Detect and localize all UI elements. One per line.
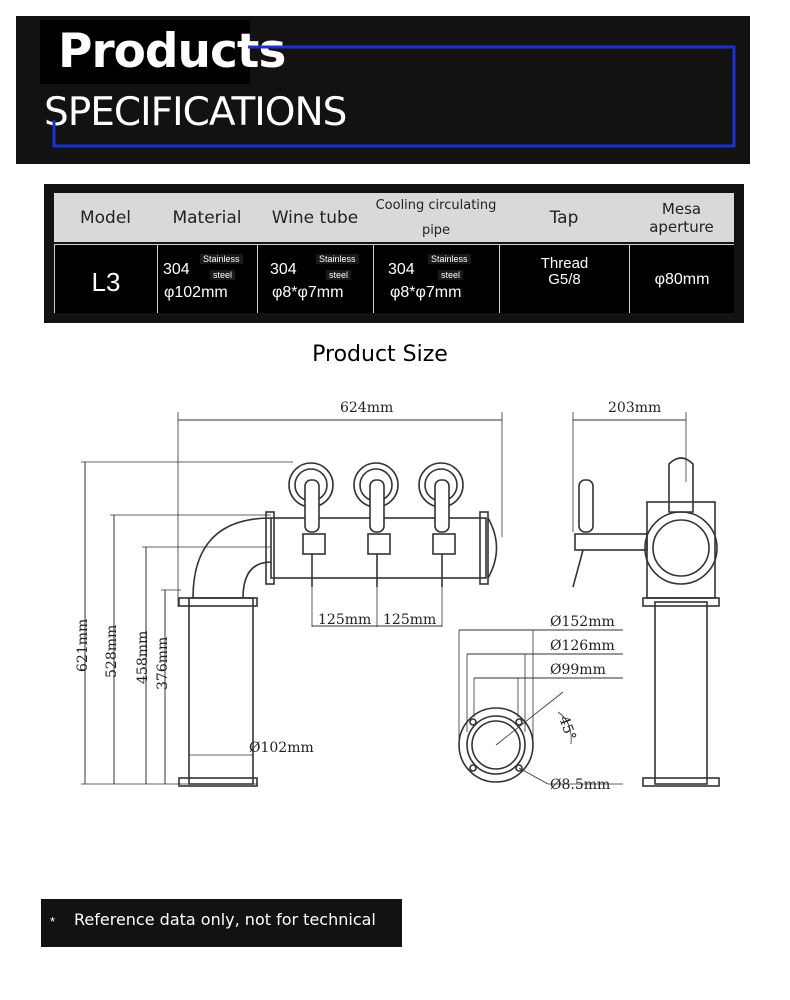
wine-dimension: φ8*φ7mm <box>272 284 344 301</box>
wine-note1: Stainless <box>316 254 359 264</box>
dim-tap-spacing-2: 125mm <box>383 612 436 628</box>
product-size-drawing: 624mm 203mm 621mm 528mm 458mm 376mm 125m… <box>53 372 736 841</box>
header-tap: Tap <box>549 207 579 228</box>
note-text: Reference data only, not for technical <box>74 910 376 929</box>
wine-grade: 304 <box>270 261 297 278</box>
cell-cooling-pipe: 304 Stainless steel φ8*φ7mm <box>373 244 499 313</box>
page-subtitle: SPECIFICATIONS <box>44 90 347 135</box>
cooling-note2: steel <box>438 270 464 280</box>
title-box <box>40 20 250 84</box>
header-mesa-aperture: Mesa aperture <box>649 199 714 236</box>
dim-flange-152: Ø152mm <box>550 614 615 630</box>
wine-note2: steel <box>326 270 352 280</box>
dim-hole: Ø8.5mm <box>550 777 610 793</box>
dim-height-621: 621mm <box>75 619 91 672</box>
tap-line2: G5/8 <box>548 271 581 288</box>
cooling-note1: Stainless <box>428 254 471 264</box>
specifications-banner: Products SPECIFICATIONS <box>16 16 750 164</box>
material-dimension: φ102mm <box>164 284 228 301</box>
dim-width: 624mm <box>340 400 393 416</box>
header-cooling-line2: pipe <box>421 222 451 238</box>
page-title: Products <box>58 24 286 79</box>
cell-wine-tube: 304 Stainless steel φ8*φ7mm <box>257 244 373 313</box>
material-note1: Stainless <box>200 254 243 264</box>
blue-frame-decoration <box>52 45 736 148</box>
note-asterisk: * <box>50 914 56 929</box>
dim-depth: 203mm <box>608 400 661 416</box>
cooling-dimension: φ8*φ7mm <box>390 284 462 301</box>
dim-angle: 45° <box>555 714 579 743</box>
dim-height-528: 528mm <box>104 625 120 678</box>
cell-tap: Thread G5/8 <box>499 244 629 313</box>
material-note2: steel <box>210 270 236 280</box>
header-cooling-line1: Cooling circulating <box>375 197 497 213</box>
model-value: L3 <box>91 267 121 297</box>
dim-height-458: 458mm <box>135 631 151 684</box>
cooling-grade: 304 <box>388 261 415 278</box>
header-wine-tube: Wine tube <box>271 207 359 228</box>
dim-flange-99: Ø99mm <box>550 662 606 678</box>
product-size-title: Product Size <box>312 342 448 367</box>
spec-table-row: L3 304 Stainless steel φ102mm 304 Stainl… <box>54 244 734 313</box>
header-model: Model <box>79 207 132 228</box>
mesa-value: φ80mm <box>654 271 710 288</box>
spec-table: Model Material Wine tube Cooling circula… <box>44 184 744 323</box>
technical-drawing: 624mm 203mm 621mm 528mm 458mm 376mm 125m… <box>75 400 720 793</box>
spec-table-header: Model Material Wine tube Cooling circula… <box>54 193 734 242</box>
dim-flange-126: Ø126mm <box>550 638 615 654</box>
cell-model: L3 <box>54 244 157 313</box>
dim-tap-spacing-1: 125mm <box>318 612 371 628</box>
header-material: Material <box>172 207 242 228</box>
dim-height-376: 376mm <box>155 637 171 690</box>
tap-line1: Thread <box>540 255 589 272</box>
reference-note: * Reference data only, not for technical <box>41 899 402 947</box>
cell-mesa: φ80mm <box>629 244 734 313</box>
dim-pipe-diameter: Ø102mm <box>249 740 314 756</box>
header-cooling-pipe: Cooling circulating pipe <box>373 193 499 242</box>
material-grade: 304 <box>163 261 190 278</box>
cell-material: 304 Stainless steel φ102mm <box>157 244 257 313</box>
